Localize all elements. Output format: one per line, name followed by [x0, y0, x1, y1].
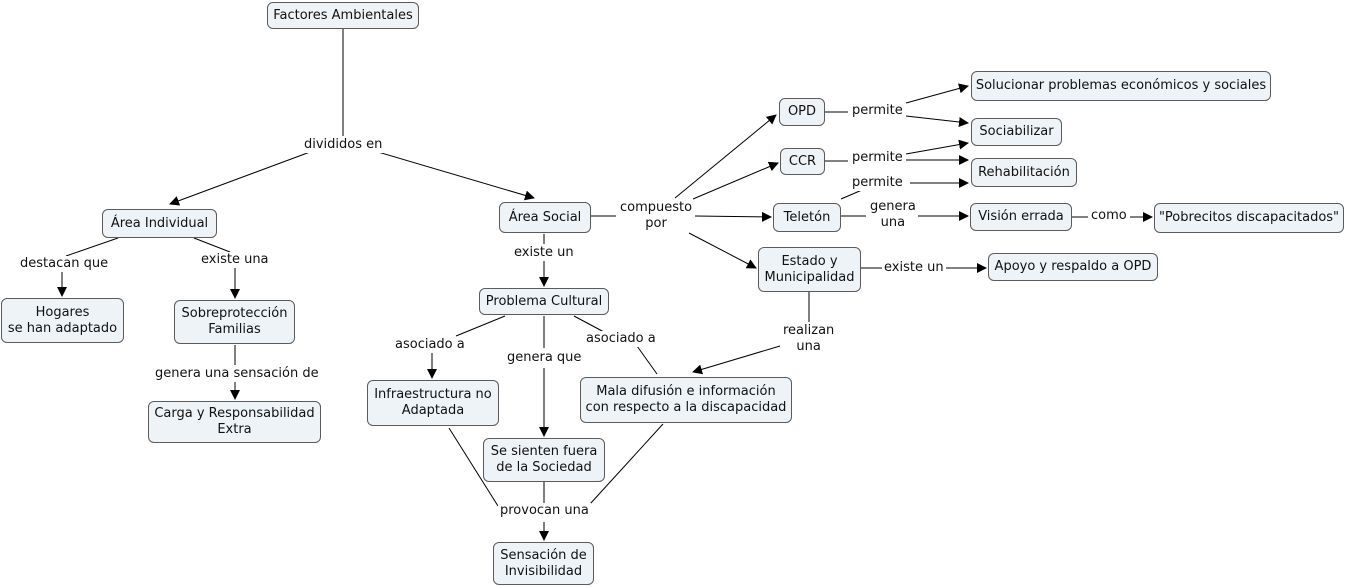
concept-vision-errada[interactable]: Visión errada [970, 203, 1072, 231]
concept-opd[interactable]: OPD [779, 98, 825, 126]
concept-area-individual[interactable]: Área Individual [102, 209, 217, 238]
link-label-genera-una: genera una [868, 199, 918, 231]
concept-problema-cultural[interactable]: Problema Cultural [479, 288, 609, 315]
concept-estado-municipalidad[interactable]: Estado y Municipalidad [758, 247, 861, 292]
link-label-existe-un-social: existe un [512, 245, 576, 261]
link-label-existe-un-estado: existe un [882, 260, 946, 276]
link-label-genera-sensacion: genera una sensación de [153, 366, 321, 382]
concept-ccr[interactable]: CCR [780, 148, 825, 175]
concept-carga-responsabilidad[interactable]: Carga y Responsabilidad Extra [148, 401, 321, 443]
link-label-permite-opd: permite [850, 103, 905, 119]
link-label-permite-ccr: permite [850, 150, 905, 166]
link-label-como: como [1089, 208, 1129, 224]
concept-hogares[interactable]: Hogares se han adaptado [1, 298, 124, 343]
link-label-asociado-a-1: asociado a [393, 337, 467, 353]
concept-sobreproteccion[interactable]: Sobreprotección Familias [174, 300, 295, 344]
concept-rehabilitacion[interactable]: Rehabilitación [971, 158, 1077, 187]
link-label-existe-una: existe una [199, 252, 271, 268]
concept-pobrecitos[interactable]: "Pobrecitos discapacitados" [1154, 203, 1344, 233]
link-label-destacan-que: destacan que [18, 256, 111, 272]
link-label-realizan-una: realizan una [781, 323, 837, 355]
concept-mala-difusion[interactable]: Mala difusión e información con respecto… [580, 377, 792, 423]
concept-infraestructura[interactable]: Infraestructura no Adaptada [367, 380, 499, 426]
concept-apoyo-respaldo[interactable]: Apoyo y respaldo a OPD [988, 253, 1158, 281]
concept-sensacion-invisibilidad[interactable]: Sensación de Invisibilidad [493, 542, 594, 585]
concept-factores-ambientales[interactable]: Factores Ambientales [267, 2, 419, 29]
link-label-permite-teleton: permite [850, 175, 905, 191]
concept-area-social[interactable]: Área Social [499, 202, 591, 233]
concept-solucionar-problemas[interactable]: Solucionar problemas económicos y social… [971, 71, 1271, 101]
link-label-compuesto-por: compuesto por [618, 200, 695, 232]
link-label-provocan-una: provocan una [498, 503, 591, 519]
link-label-asociado-a-2: asociado a [584, 331, 658, 347]
concept-se-sienten-fuera[interactable]: Se sienten fuera de la Sociedad [483, 438, 605, 482]
concept-sociabilizar[interactable]: Sociabilizar [971, 118, 1062, 146]
concept-teleton[interactable]: Teletón [773, 203, 841, 232]
link-label-genera-que: genera que [505, 350, 584, 366]
link-label-divididos-en: divididos en [302, 137, 385, 153]
